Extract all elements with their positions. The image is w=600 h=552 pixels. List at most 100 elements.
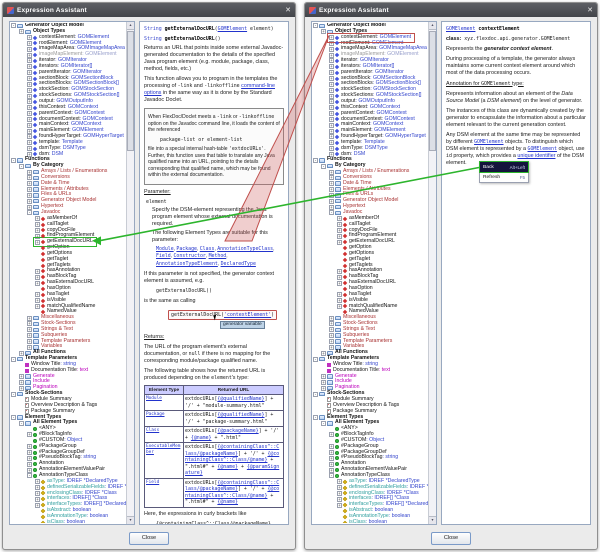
expander-icon[interactable]: + — [329, 58, 334, 63]
tree-node-isclass[interactable]: isClass : boolean — [35, 520, 87, 523]
expander-icon[interactable]: + — [329, 53, 334, 58]
expander-icon[interactable]: + — [27, 333, 32, 338]
expander-icon[interactable]: + — [35, 304, 40, 309]
expander-icon[interactable]: + — [329, 129, 334, 134]
expander-icon[interactable]: + — [35, 491, 40, 496]
expander-icon[interactable]: + — [337, 503, 342, 508]
expander-icon[interactable]: + — [329, 111, 334, 116]
expander-icon[interactable]: + — [19, 351, 24, 356]
scroll-down-icon[interactable]: ▼ — [429, 516, 436, 524]
expander-icon[interactable]: + — [19, 380, 24, 385]
expander-icon[interactable]: - — [313, 392, 318, 397]
expander-icon[interactable]: + — [329, 41, 334, 46]
expander-icon[interactable]: + — [329, 468, 334, 473]
doc-link[interactable]: {@name} — [217, 499, 238, 505]
expander-icon[interactable]: + — [27, 450, 32, 455]
expander-icon[interactable]: + — [329, 456, 334, 461]
doc-link[interactable]: Module — [156, 246, 174, 252]
expander-icon[interactable]: + — [35, 275, 40, 280]
expander-icon[interactable]: + — [329, 339, 334, 344]
expander-icon[interactable]: + — [27, 316, 32, 321]
scrollbar-thumb[interactable] — [429, 31, 436, 151]
expander-icon[interactable]: - — [313, 415, 318, 420]
doc-link[interactable]: {@qualifiedName} — [217, 396, 264, 402]
doc-link[interactable]: AnnotationTypeElement — [156, 261, 218, 267]
expander-icon[interactable]: + — [321, 386, 326, 391]
doc-link[interactable]: {@name} — [217, 464, 238, 470]
expander-icon[interactable]: + — [321, 29, 326, 34]
expander-icon[interactable]: + — [329, 181, 334, 186]
expander-icon[interactable]: + — [329, 444, 334, 449]
expander-icon[interactable]: + — [27, 321, 32, 326]
expander-icon[interactable]: + — [27, 35, 32, 40]
expander-icon[interactable]: + — [337, 485, 342, 490]
expander-icon[interactable]: + — [329, 432, 334, 437]
expander-icon[interactable]: + — [337, 304, 342, 309]
scrollbar-thumb[interactable] — [127, 31, 134, 151]
expander-icon[interactable]: + — [35, 281, 40, 286]
expander-icon[interactable]: + — [27, 339, 32, 344]
expander-icon[interactable]: + — [27, 462, 32, 467]
expander-icon[interactable]: + — [27, 327, 32, 332]
doc-link[interactable]: Class — [146, 428, 159, 433]
expander-icon[interactable]: + — [329, 187, 334, 192]
expander-icon[interactable]: - — [19, 164, 24, 169]
expander-icon[interactable]: + — [329, 327, 334, 332]
expander-icon[interactable]: + — [321, 351, 326, 356]
expander-icon[interactable]: + — [27, 94, 32, 99]
title-bar[interactable]: Expression Assistant ✕ — [3, 3, 295, 17]
expander-icon[interactable]: - — [11, 23, 16, 28]
expander-icon[interactable]: + — [35, 479, 40, 484]
expander-icon[interactable]: + — [27, 76, 32, 81]
expander-icon[interactable]: + — [329, 94, 334, 99]
expander-icon[interactable]: + — [27, 111, 32, 116]
expander-icon[interactable]: + — [35, 503, 40, 508]
expander-icon[interactable]: + — [27, 41, 32, 46]
expander-icon[interactable]: + — [329, 333, 334, 338]
scroll-up-icon[interactable]: ▲ — [429, 22, 436, 30]
expander-icon[interactable]: + — [27, 432, 32, 437]
tree-scrollbar[interactable]: ▲ ▼ — [428, 22, 436, 524]
expander-icon[interactable]: + — [27, 468, 32, 473]
expander-icon[interactable]: - — [11, 158, 16, 163]
expander-icon[interactable]: + — [35, 298, 40, 303]
doc-link[interactable]: GOMElement — [474, 139, 503, 145]
expander-icon[interactable]: + — [27, 199, 32, 204]
doc-link[interactable]: Constructor — [173, 253, 205, 259]
expander-icon[interactable]: + — [27, 99, 32, 104]
doc-link[interactable]: Module — [146, 396, 162, 401]
doc-link[interactable]: {@packageName} — [217, 428, 258, 434]
scroll-up-icon[interactable]: ▲ — [127, 22, 134, 30]
expander-icon[interactable]: + — [337, 228, 342, 233]
doc-link[interactable]: DeclaredType — [221, 261, 256, 267]
expander-icon[interactable]: + — [337, 234, 342, 239]
expander-icon[interactable]: + — [27, 82, 32, 87]
expander-icon[interactable]: + — [329, 70, 334, 75]
expander-icon[interactable]: + — [337, 298, 342, 303]
expander-icon[interactable]: + — [35, 234, 40, 239]
close-button[interactable]: Close — [431, 532, 471, 545]
gom-tree[interactable]: -Generator Object Model+Object Types+con… — [313, 23, 428, 523]
expander-icon[interactable]: + — [337, 216, 342, 221]
expander-icon[interactable]: - — [321, 164, 326, 169]
expander-icon[interactable]: + — [329, 99, 334, 104]
doc-link[interactable]: unique identifier — [517, 153, 555, 159]
doc-link[interactable]: Method — [209, 253, 227, 259]
expander-icon[interactable]: + — [27, 193, 32, 198]
expander-icon[interactable]: + — [337, 269, 342, 274]
doc-link[interactable]: Class — [200, 246, 215, 252]
expander-icon[interactable]: + — [337, 240, 342, 245]
expander-icon[interactable]: + — [27, 175, 32, 180]
expander-icon[interactable]: + — [329, 140, 334, 145]
expander-icon[interactable]: + — [27, 444, 32, 449]
expander-icon[interactable]: + — [329, 64, 334, 69]
doc-link[interactable]: GOMElement — [218, 26, 247, 32]
doc-link[interactable]: {@name} — [191, 435, 212, 441]
expander-icon[interactable]: + — [329, 450, 334, 455]
tree-node-isclass[interactable]: isClass : boolean — [337, 520, 389, 523]
expander-icon[interactable]: + — [27, 58, 32, 63]
expander-icon[interactable]: + — [329, 345, 334, 350]
expander-icon[interactable]: + — [35, 269, 40, 274]
expander-icon[interactable]: + — [27, 170, 32, 175]
expander-icon[interactable]: - — [329, 210, 334, 215]
